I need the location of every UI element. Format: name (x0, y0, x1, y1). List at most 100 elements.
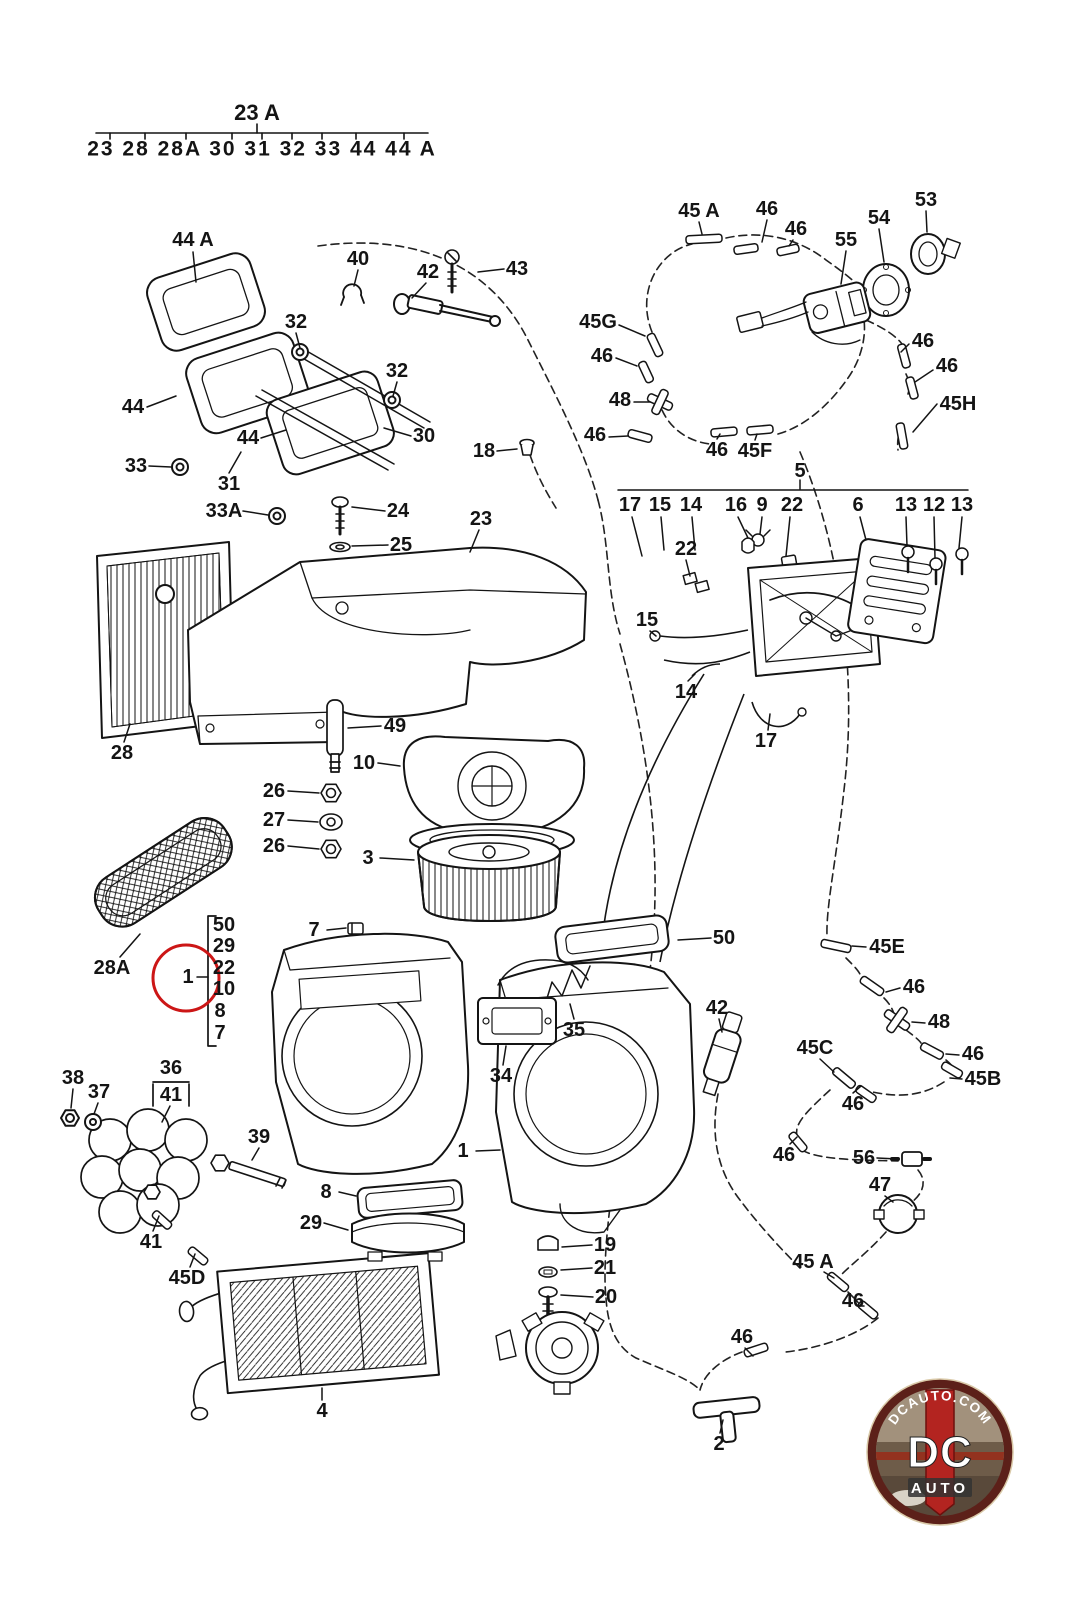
part-blower-wheel-3 (417, 834, 561, 922)
leader-line (759, 516, 763, 535)
part-pin-49 (326, 699, 344, 773)
part-actuator-55 (736, 281, 872, 345)
part-screws-13-12-13 (901, 545, 969, 586)
leader-line (649, 630, 657, 637)
part-clip-19 (537, 1235, 559, 1251)
part-clamp-40 (340, 283, 365, 306)
part-seal-frame-44a (146, 252, 266, 352)
leader-line (876, 1157, 899, 1160)
leader-line (687, 673, 696, 682)
leader-line (737, 516, 749, 539)
leader-line (958, 516, 963, 549)
leader-line (496, 448, 518, 452)
leader-line (884, 1195, 894, 1203)
part-duct-29 (351, 1212, 465, 1262)
part-nut-26 (320, 783, 342, 803)
leader-line (819, 1058, 835, 1073)
leader-line (885, 987, 901, 993)
part-honeycomb-41 (80, 1108, 208, 1234)
part-nut-26b (320, 839, 342, 859)
part-rod-30 (255, 345, 431, 471)
leader-line (251, 1147, 260, 1161)
leader-line (761, 219, 768, 243)
leader-line (719, 1419, 724, 1434)
part-switch-42 (393, 293, 501, 327)
part-valve-42 (702, 1011, 743, 1097)
leader-line (146, 395, 177, 408)
callout-list-bracket (152, 915, 217, 1107)
leader-line (475, 1149, 501, 1152)
part-mesh-28a (93, 817, 233, 928)
dcauto-logo: DC AUTO DCAUTO.COM (866, 1378, 1014, 1526)
part-bracket-34 (477, 997, 557, 1045)
group-bracket-23a (95, 123, 429, 140)
leader-line (152, 1215, 160, 1232)
leader-line (851, 945, 867, 948)
leader-line (228, 451, 242, 474)
leader-line (189, 1253, 196, 1268)
leader-line (615, 357, 638, 367)
part-spring-35 (497, 959, 591, 1009)
leader-line (469, 529, 480, 553)
leader-line (569, 1003, 575, 1020)
leader-line (925, 210, 928, 233)
leader-line (631, 516, 643, 557)
leader-line (718, 1018, 723, 1033)
leader-line (326, 927, 347, 931)
part-washer-25 (329, 541, 351, 553)
leader-line (785, 516, 791, 557)
leader-line (789, 1136, 798, 1145)
leader-line (608, 435, 629, 438)
part-seal-frame-44b (265, 370, 395, 476)
leader-line (477, 268, 505, 273)
leader-line (840, 250, 847, 285)
leader-line (392, 381, 398, 397)
part-washer-33a (268, 507, 286, 525)
leader-line (260, 429, 287, 439)
leader-line (93, 1102, 99, 1115)
leader-line (338, 1191, 357, 1197)
leader-line (192, 251, 197, 283)
part-housing-1-left (271, 932, 470, 1175)
part-nut-38 (60, 1109, 80, 1127)
leader-line (148, 465, 172, 468)
leader-line (933, 516, 936, 559)
leader-line (70, 1088, 74, 1109)
part-grommet-32 (291, 343, 401, 409)
leader-line (119, 933, 141, 958)
part-screw-24 (331, 496, 349, 536)
leader-line (347, 725, 382, 729)
leader-line (912, 403, 938, 433)
leader-line (852, 1085, 862, 1094)
leader-line (379, 857, 415, 861)
leader-line (123, 723, 131, 743)
leader-line (878, 228, 885, 263)
part-shroud-10 (402, 735, 586, 857)
leader-line (242, 510, 269, 516)
leader-line (351, 544, 389, 547)
leader-line (716, 433, 721, 440)
leader-line (744, 1347, 754, 1357)
leader-line (754, 433, 758, 441)
leader-line (287, 845, 320, 850)
leader-line (295, 332, 301, 349)
leader-line (949, 1077, 963, 1080)
leader-line (560, 1267, 593, 1271)
part-cap-53 (910, 233, 961, 275)
part-lever-plate-6 (847, 538, 947, 645)
part-check-valve-47 (873, 1194, 925, 1234)
logo-main-text: DC (907, 1428, 973, 1477)
part-tee-2 (692, 1396, 761, 1444)
leader-line (502, 1045, 507, 1066)
leader-line (698, 221, 703, 235)
leader-line (323, 1222, 349, 1231)
leader-line (900, 343, 910, 353)
leader-line (287, 790, 320, 794)
leader-line (383, 427, 412, 437)
leader-line (287, 819, 319, 823)
highlight-circle-part-1 (151, 943, 221, 1013)
leader-line (351, 506, 386, 512)
leader-line (911, 1021, 926, 1024)
